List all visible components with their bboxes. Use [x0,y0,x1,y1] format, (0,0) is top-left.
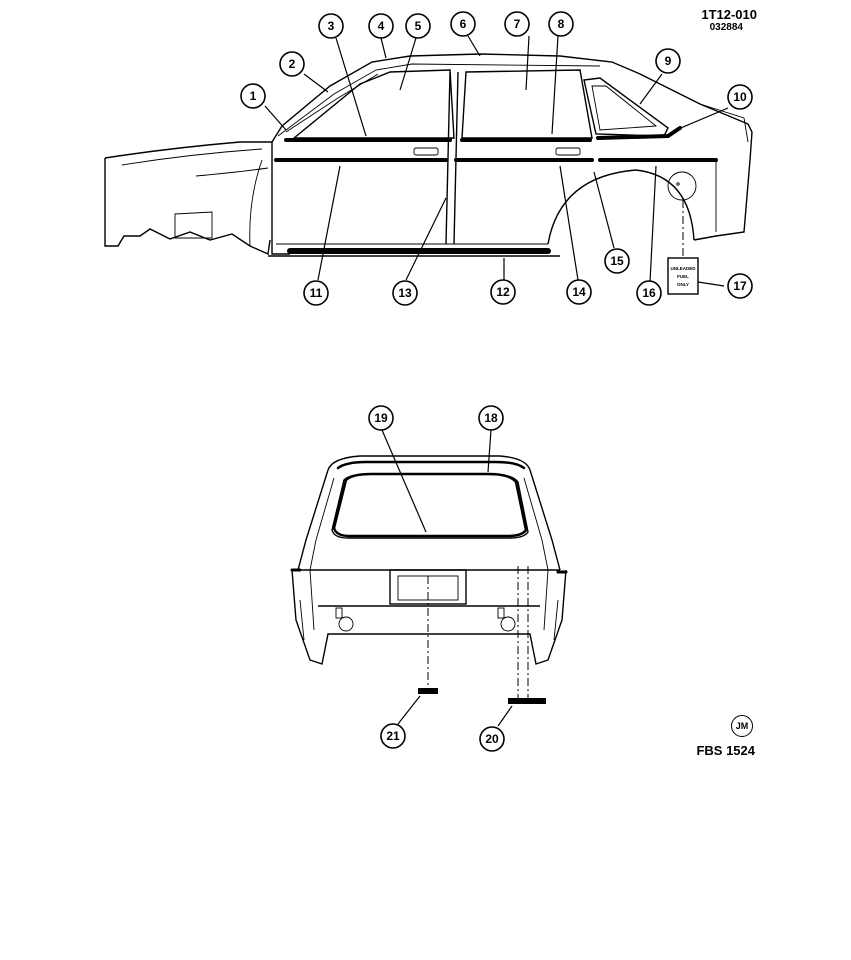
rear-view-callouts: 19 18 21 20 [368,405,505,752]
callout-2: 2 [279,51,305,77]
svg-text:1: 1 [250,89,257,103]
callout-12: 12 [490,279,516,305]
callout-3: 3 [318,13,344,39]
svg-text:3: 3 [328,19,335,33]
side-view-car [104,53,753,257]
side-view-leaders [264,35,729,287]
callout-15: 15 [604,248,630,274]
diagram-code: 1T12-010 [701,7,757,22]
callout-18: 18 [478,405,504,431]
callout-1: 1 [240,83,266,109]
unleaded-fuel-label-decal: UNLEADED FUEL ONLY [667,200,699,295]
svg-text:10: 10 [733,90,747,104]
callout-7: 7 [504,11,530,37]
callout-21: 21 [380,723,406,749]
svg-text:17: 17 [733,279,747,293]
callout-9: 9 [655,48,681,74]
fuel-label-line-3: ONLY [677,282,689,287]
svg-text:14: 14 [572,285,586,299]
callout-6: 6 [450,11,476,37]
rear-view-car [290,455,568,665]
callout-17: 17 [727,273,753,299]
callout-10: 10 [727,84,753,110]
svg-text:18: 18 [484,411,498,425]
rear-view-leaders [381,429,513,727]
svg-text:7: 7 [514,17,521,31]
jm-badge: JM [731,715,753,737]
callout-11: 11 [303,280,329,306]
emblem-part-20 [508,698,546,704]
svg-text:21: 21 [386,729,400,743]
svg-text:6: 6 [460,17,467,31]
svg-text:11: 11 [310,286,323,300]
callout-4: 4 [368,13,394,39]
svg-text:2: 2 [289,57,296,71]
svg-text:20: 20 [485,732,499,746]
fuel-label-line-1: UNLEADED [670,266,696,271]
svg-text:16: 16 [642,286,656,300]
callout-16: 16 [636,280,662,306]
fuel-label-line-2: FUEL [677,274,689,279]
emblem-part-21 [418,688,438,694]
svg-text:4: 4 [378,19,385,33]
callout-20: 20 [479,726,505,752]
callout-8: 8 [548,11,574,37]
diagram-date-code: 032884 [709,22,743,33]
svg-text:5: 5 [415,19,422,33]
svg-text:15: 15 [610,254,624,268]
callout-14: 14 [566,279,592,305]
callout-5: 5 [405,13,431,39]
callout-13: 13 [392,280,418,306]
svg-text:13: 13 [398,286,412,300]
rear-emblems [418,566,546,704]
svg-text:12: 12 [496,285,510,299]
side-view-callouts: 1 2 3 4 5 6 7 8 9 10 11 13 12 14 15 16 1… [240,11,753,306]
svg-text:19: 19 [374,411,388,425]
figure-code: FBS 1524 [696,743,755,758]
callout-19: 19 [368,405,394,431]
svg-text:9: 9 [665,54,672,68]
svg-text:8: 8 [558,17,565,31]
